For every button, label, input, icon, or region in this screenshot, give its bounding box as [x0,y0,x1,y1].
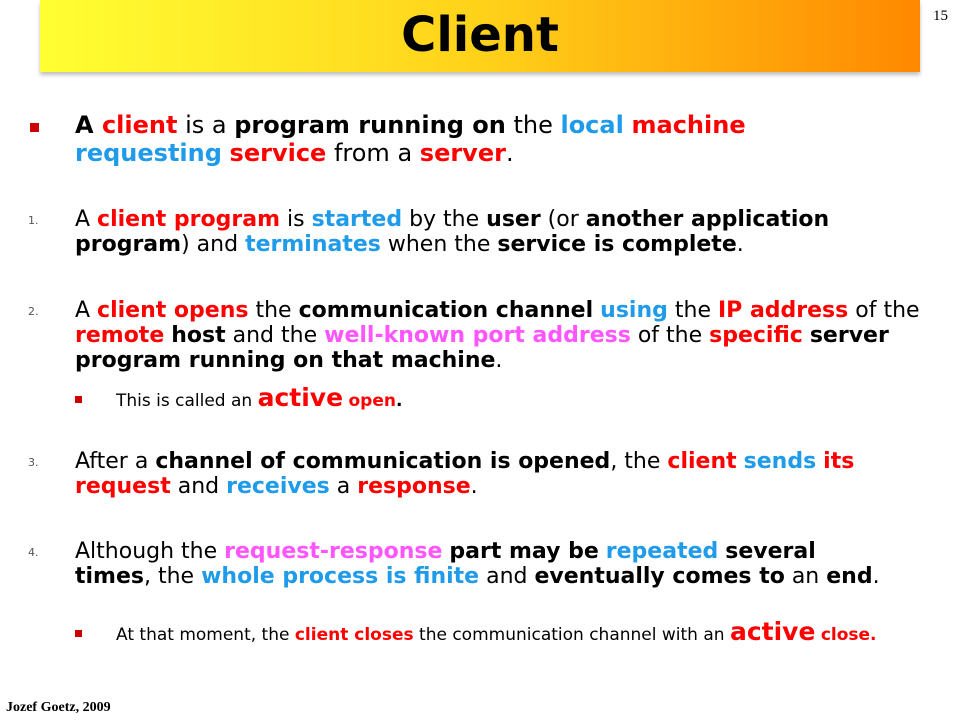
text-run: and [479,564,535,589]
text-run: well-known port address [324,323,631,348]
text-run: repeated [605,539,719,564]
text-run: of the [630,323,710,348]
text-run: request-response [224,539,443,564]
sub-item-text: At that moment, the client closes the co… [116,617,896,647]
text-run: end [826,564,873,589]
text-run: eventually comes to [534,564,785,589]
sub-item-text: This is called an active open. [116,383,896,413]
item-text: Although the request-response part may b… [75,539,895,589]
text-run: . [505,139,514,167]
text-run: using [600,298,668,323]
text-run: part may be [449,539,599,564]
text-run: . [736,232,744,257]
text-run: A [75,298,98,323]
slide-title: Client [401,7,559,63]
text-run: , the [144,564,202,589]
text-run: At that moment, the [116,625,295,645]
text-run: . [495,348,503,373]
item-text: After a channel of communication is open… [75,449,905,499]
text-run: close. [820,625,877,645]
text-run: ) and [181,232,246,257]
text-run: server program running on that machine [75,323,889,373]
text-run: a [329,474,358,499]
text-run: sends [743,449,817,474]
text-run: whole process is finite [201,564,480,589]
square-bullet-icon [75,630,82,637]
text-run: local [560,111,624,139]
text-run: active [257,383,344,412]
text-run: A [75,207,98,232]
item-text: A client program is started by the user … [75,207,905,257]
text-run: host [171,323,226,348]
text-run: started [311,207,403,232]
text-run: client [667,449,737,474]
text-run: specific [709,323,803,348]
item-number: 3. [28,456,39,469]
text-run: server [419,139,506,167]
item-number: 2. [28,305,39,318]
text-run: terminates [245,232,381,257]
text-run: when the [380,232,498,257]
item-number: 1. [28,214,39,227]
text-run: from a [326,139,420,167]
text-run: several times [75,539,816,589]
footer-author: Jozef Goetz, 2009 [6,700,111,715]
page-number: 15 [933,8,948,24]
text-run: receives [226,474,330,499]
text-run: of the [848,298,920,323]
text-run: the [505,111,561,139]
text-run: client closes [294,625,414,645]
text-run: . [872,564,880,589]
title-banner: Client [40,0,920,72]
text-run: . [395,391,403,411]
text-run: client [101,111,178,139]
text-run: response [357,474,471,499]
intro-text: A client is a program running on the loc… [75,111,885,167]
text-run: the [667,298,718,323]
text-run: and the [225,323,325,348]
square-bullet-icon [30,123,39,132]
text-run: remote [75,323,165,348]
text-run: (or [540,207,586,232]
text-run: . [470,474,478,499]
text-run: , the [610,449,668,474]
text-run [803,323,810,348]
text-run: client program [97,207,281,232]
text-run: active [729,617,816,646]
text-run: is [280,207,312,232]
text-run: After a [75,449,156,474]
text-run: IP address [717,298,849,323]
text-run: client opens [97,298,249,323]
text-run: and [170,474,227,499]
text-run: is a [177,111,235,139]
text-run: service [229,139,327,167]
text-run [737,449,744,474]
text-run: channel of communication is opened [155,449,611,474]
text-run: This is called an [116,391,258,411]
text-run: its request [75,449,855,499]
text-run: open [348,391,396,411]
text-run: the [248,298,299,323]
text-run: Although the [75,539,225,564]
text-run: user [486,207,541,232]
text-run [599,539,606,564]
text-run: requesting [75,139,222,167]
text-run: another application program [75,207,830,257]
text-run [222,139,230,167]
text-run: service is complete [497,232,737,257]
text-run: program running on [234,111,506,139]
square-bullet-icon [75,396,82,403]
text-run: machine [631,111,746,139]
text-run: by the [402,207,487,232]
item-number: 4. [28,546,39,559]
text-run: A [75,111,102,139]
item-text: A client opens the communication channel… [75,298,925,373]
text-run: an [784,564,827,589]
text-run: communication channel [298,298,594,323]
text-run: the communication channel with an [413,625,730,645]
